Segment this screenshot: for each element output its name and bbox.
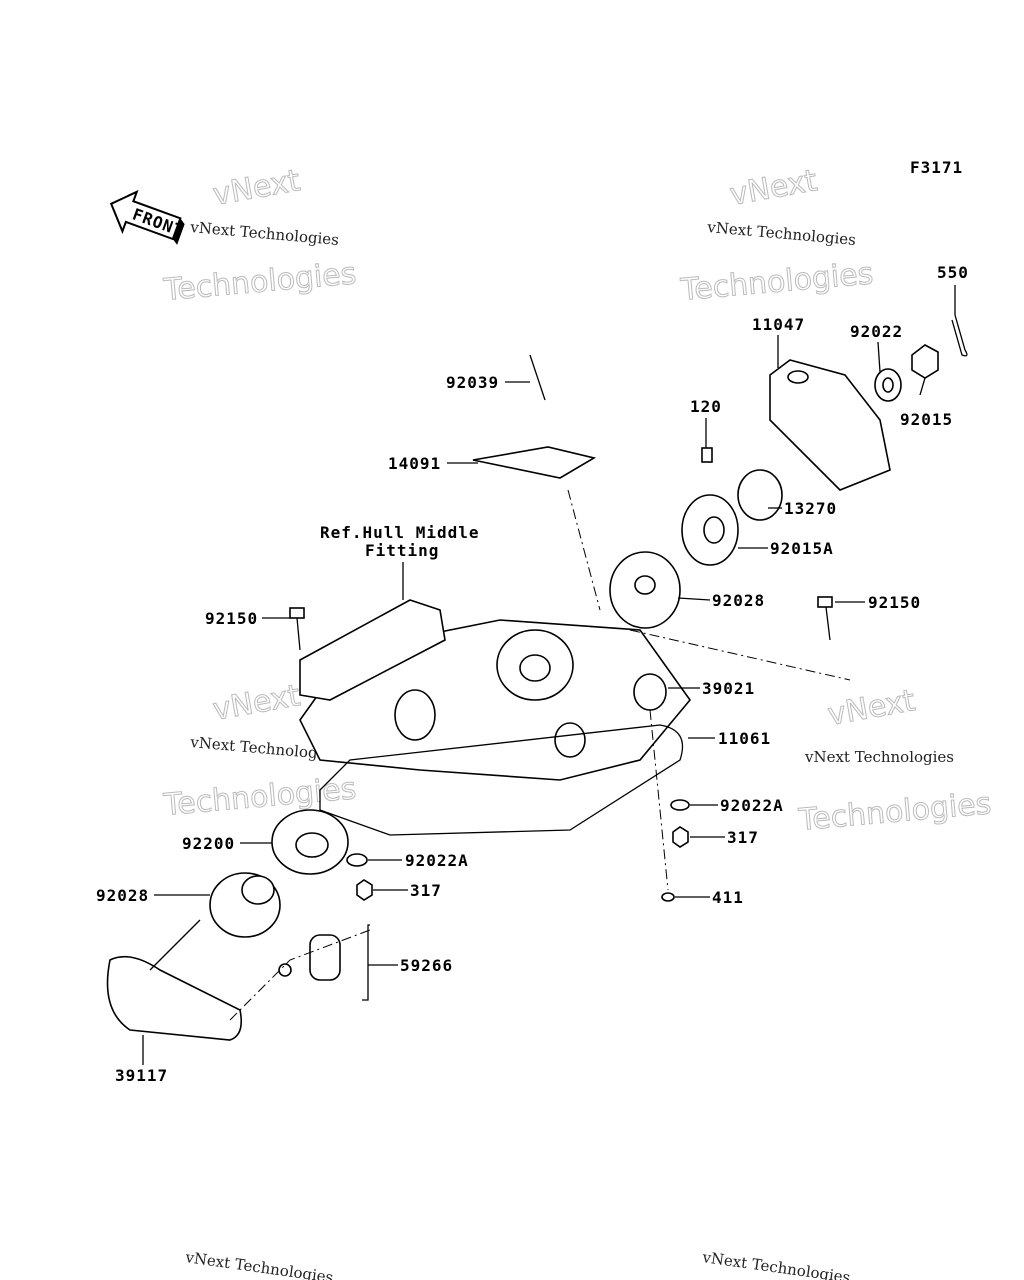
watermark-text: vNext — [727, 163, 820, 213]
watermark-text: Technologies — [162, 256, 358, 308]
part-label: 59266 — [400, 956, 453, 975]
watermark-text: vNext Technologies — [700, 1248, 851, 1280]
part-label: 92022 — [850, 322, 903, 341]
part-label: 39117 — [115, 1066, 168, 1085]
part-labels: 550 11047 92022 92015 92039 120 14091 13… — [96, 263, 969, 1085]
part-label: 92015 — [900, 410, 953, 429]
part-label: 92039 — [446, 373, 499, 392]
part-label: 92150 — [205, 609, 258, 628]
part-label: 411 — [712, 888, 744, 907]
part-label: 317 — [727, 828, 759, 847]
ref-note: Ref.Hull Middle — [320, 523, 480, 542]
watermark-text: Technologies — [679, 256, 875, 308]
watermark-text: vNext Technologies — [804, 748, 954, 766]
watermark-text: Technologies — [797, 786, 993, 838]
front-arrow-icon: FRONT — [109, 189, 186, 245]
watermark-text: vNext — [210, 163, 303, 213]
part-label: 11061 — [718, 729, 771, 748]
part-label: 92015A — [770, 539, 834, 558]
part-label: 92022A — [405, 851, 469, 870]
part-label: 39021 — [702, 679, 755, 698]
part-label: 92150 — [868, 593, 921, 612]
watermark-text: vNext — [825, 683, 918, 733]
part-label: 92028 — [96, 886, 149, 905]
part-label: 92022A — [720, 796, 784, 815]
part-label: 92200 — [182, 834, 235, 853]
part-label: 13270 — [784, 499, 837, 518]
part-label: 14091 — [388, 454, 441, 473]
part-label: 92028 — [712, 591, 765, 610]
ref-note: Fitting — [365, 541, 439, 560]
part-label: 550 — [937, 263, 969, 282]
parts-artwork — [106, 314, 968, 1041]
part-label: 11047 — [752, 315, 805, 334]
watermark-text: vNext — [210, 678, 303, 728]
leader-lines — [142, 285, 956, 1065]
part-label: 120 — [690, 397, 722, 416]
watermark-text: vNext Technologies — [183, 1248, 334, 1280]
diagram-code: F3171 — [910, 158, 963, 177]
part-label: 317 — [410, 881, 442, 900]
watermark-text: vNext Technologies — [189, 218, 340, 249]
watermark-text: vNext Technologies — [706, 218, 857, 249]
